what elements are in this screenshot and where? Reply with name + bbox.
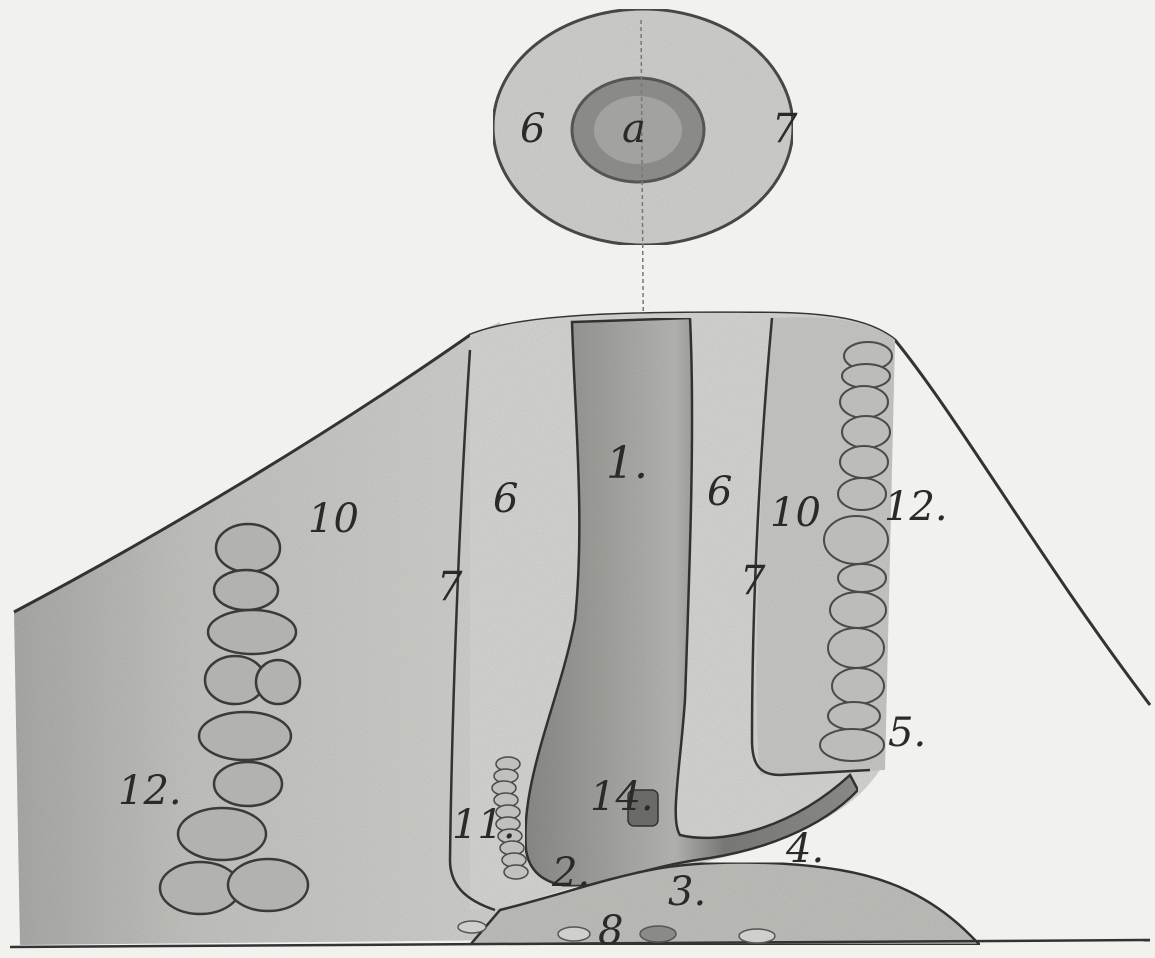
label-a: a: [622, 106, 646, 152]
label-7-left: 7: [437, 564, 463, 610]
label-12-right: 12.: [884, 484, 948, 530]
label-7-right: 7: [740, 558, 766, 604]
label-14: 14.: [590, 774, 654, 820]
label-3: 3.: [668, 869, 706, 915]
label-12-left: 12.: [118, 768, 182, 814]
label-10-left: 10: [308, 496, 359, 542]
label-2: 2.: [551, 850, 590, 896]
label-6-right: 6: [707, 469, 732, 515]
label-6-top: 6: [520, 106, 545, 152]
label-5: 5.: [888, 710, 926, 756]
label-8: 8: [598, 908, 623, 954]
label-4: 4.: [785, 826, 824, 872]
label-10-right: 10: [770, 490, 821, 536]
label-6-left: 6: [493, 476, 518, 522]
label-1: 1.: [606, 438, 648, 489]
label-7-top: 7: [772, 106, 798, 152]
label-11: 11.: [452, 802, 516, 848]
